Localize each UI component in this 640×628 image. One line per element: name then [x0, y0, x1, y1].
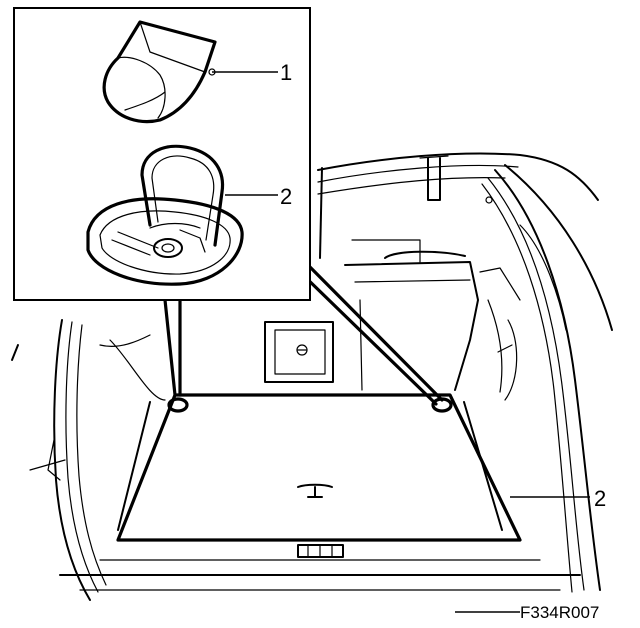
- cargo-floor: [59, 393, 581, 591]
- floor-handle-icon: [297, 483, 333, 498]
- sill-latch: [297, 544, 344, 558]
- rear-seat-backrest: [264, 239, 521, 401]
- left-pillar-lines: [11, 319, 166, 601]
- callout-1-label: 1: [280, 60, 292, 85]
- lashing-eye-cover-icon: [102, 20, 217, 124]
- callout-2-label: 2: [280, 184, 292, 209]
- callout-2-cargo-label: 2: [594, 486, 606, 511]
- detail-inset: [13, 7, 311, 301]
- lashing-eye-icon: [86, 144, 244, 286]
- lashing-eye-floor-left: [167, 397, 189, 413]
- right-pillar-lines: [481, 164, 613, 593]
- vehicle-cargo-area-illustration: [11, 152, 613, 601]
- inset-leader-lines: [163, 260, 444, 406]
- headrest: [419, 155, 449, 201]
- figure-code: F334R007: [520, 603, 599, 622]
- roof-lines: [317, 152, 599, 259]
